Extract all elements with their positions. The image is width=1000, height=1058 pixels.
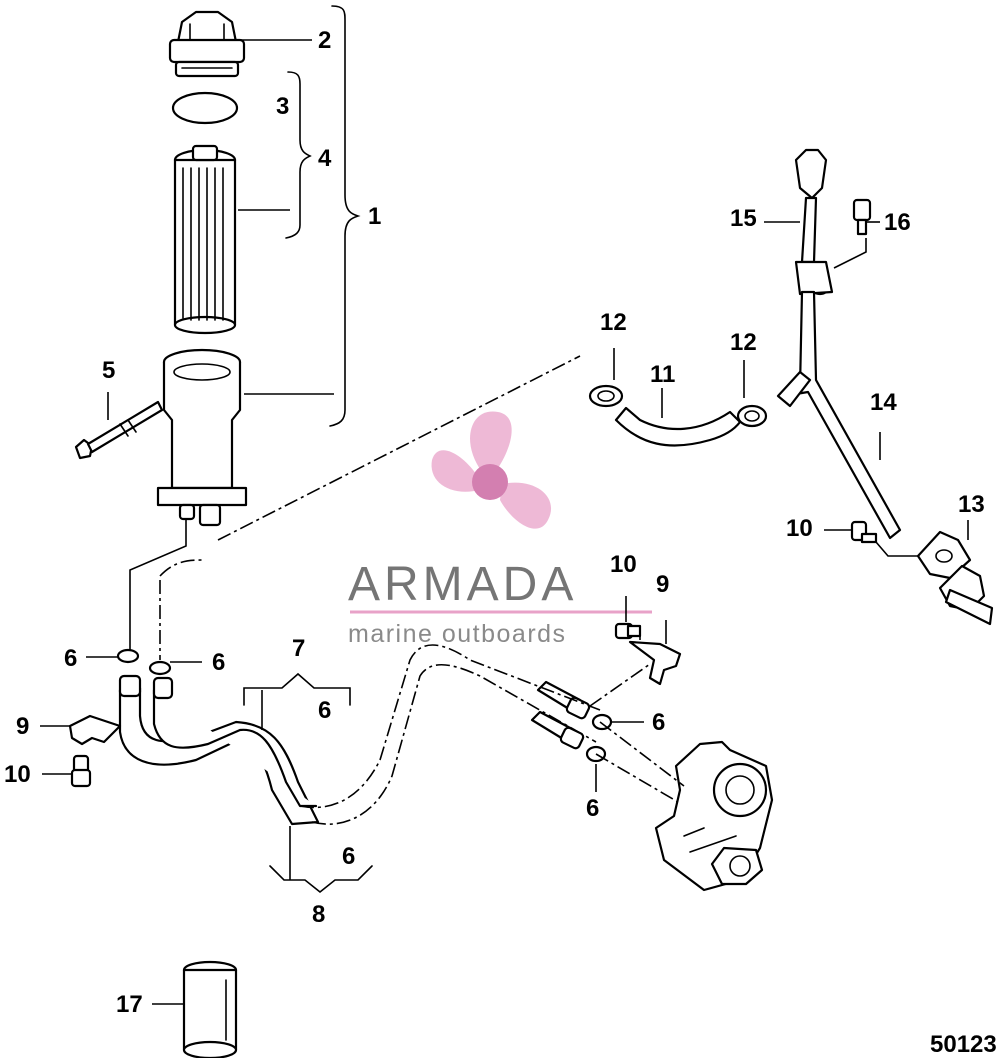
callout-17: 17 — [116, 991, 143, 1018]
line-clip-middle — [628, 640, 682, 686]
callout-6-d: 6 — [342, 843, 355, 870]
washer-right — [148, 660, 172, 676]
hose-clamp-right — [736, 404, 768, 428]
dipstick — [794, 148, 834, 296]
group-bracket-7 — [243, 672, 351, 706]
callout-10-c: 10 — [786, 515, 813, 542]
dipstick-fitting — [852, 198, 872, 236]
callout-14: 14 — [870, 389, 897, 416]
dipstick-tube — [776, 290, 902, 540]
callout-2: 2 — [318, 27, 331, 54]
armada-watermark: ARMADA marine outboards — [348, 411, 652, 648]
callout-9-a: 9 — [16, 713, 29, 740]
bolt-line-clip-left — [70, 754, 92, 788]
oil-lines-left — [118, 674, 320, 826]
callouts: 2 3 4 1 5 6 6 7 6 9 10 6 8 6 6 10 9 12 1… — [4, 27, 997, 1058]
callout-11: 11 — [650, 361, 675, 388]
filter-housing — [156, 348, 248, 527]
callout-13: 13 — [958, 491, 985, 518]
bolt-tube-clamp — [850, 520, 878, 544]
tube-flange — [916, 530, 994, 626]
callout-9-b: 9 — [656, 571, 669, 598]
figure-number: 50123 — [930, 1031, 997, 1058]
oil-filter — [182, 960, 238, 1058]
callout-3: 3 — [276, 93, 289, 120]
callout-6-f: 6 — [586, 795, 599, 822]
filter-element — [173, 144, 237, 335]
housing-bolt — [74, 400, 164, 460]
hose-clamp-left — [588, 384, 624, 408]
watermark-tagline: marine outboards — [348, 620, 567, 648]
callout-16: 16 — [884, 209, 911, 236]
filter-cap — [168, 10, 246, 78]
oil-line-fittings — [530, 680, 613, 763]
callout-4: 4 — [318, 145, 332, 172]
washer-left — [116, 648, 140, 664]
watermark-brand: ARMADA — [348, 558, 577, 611]
group-bracket-8 — [269, 865, 373, 894]
bolt-line-clip-middle — [614, 622, 642, 640]
callout-1: 1 — [368, 203, 381, 230]
group-bracket-4 — [285, 71, 312, 239]
callout-6-b: 6 — [212, 649, 225, 676]
callout-5: 5 — [102, 357, 115, 384]
callout-6-e: 6 — [652, 709, 665, 736]
phantom-lines — [159, 355, 685, 825]
callout-10-b: 10 — [610, 551, 637, 578]
callout-15: 15 — [730, 205, 757, 232]
propeller-logo-icon — [431, 411, 552, 529]
leader-lines — [40, 39, 969, 1005]
callout-8: 8 — [312, 901, 325, 928]
oil-pump-adapter — [654, 740, 774, 892]
callout-12-a: 12 — [600, 309, 627, 336]
breather-hose — [614, 406, 742, 447]
callout-6-c: 6 — [318, 697, 331, 724]
group-bracket-1 — [329, 5, 361, 427]
filter-o-ring — [171, 91, 239, 125]
callout-10-a: 10 — [4, 761, 31, 788]
line-clip-left — [68, 714, 122, 746]
housing-to-lines — [129, 520, 187, 650]
callout-7: 7 — [292, 635, 305, 662]
callout-6-a: 6 — [64, 645, 77, 672]
callout-12-b: 12 — [730, 329, 757, 356]
